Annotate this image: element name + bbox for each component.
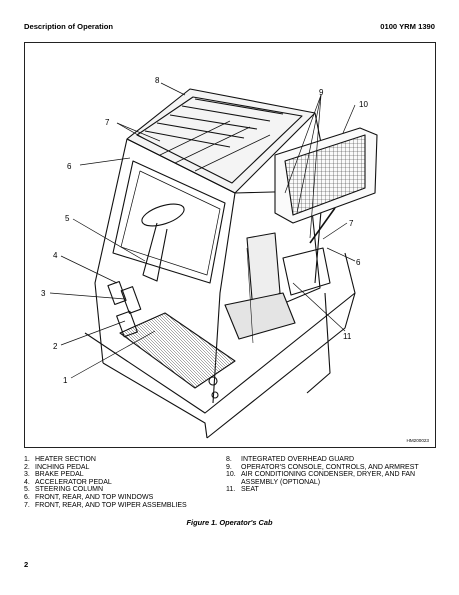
callout-2: 2 — [53, 342, 58, 351]
callout-9: 9 — [319, 88, 324, 97]
cab-illustration: 8 7 6 9 10 7 6 11 5 4 3 2 1 — [41, 76, 378, 439]
legend-item: 11.SEAT — [226, 486, 259, 494]
legend-item: 10.AIR CONDITIONING CONDENSER, DRYER, AN… — [226, 471, 416, 486]
legend-item: 5.STEERING COLUMN — [24, 486, 104, 494]
legend-item: 4.ACCELERATOR PEDAL — [24, 478, 112, 486]
callout-10: 10 — [359, 100, 368, 109]
callout-7-top: 7 — [105, 118, 110, 127]
legend-item: 1.HEATER SECTION — [24, 456, 96, 463]
callout-6-left: 6 — [67, 162, 72, 171]
legend-item: 8.INTEGRATED OVERHEAD GUARD — [226, 456, 355, 463]
legend-item: 6.FRONT, REAR, AND TOP WINDOWS — [24, 493, 154, 501]
callout-1: 1 — [63, 376, 68, 385]
document-number: 0100 YRM 1390 — [380, 22, 435, 31]
callout-7-right: 7 — [349, 219, 354, 228]
callout-8: 8 — [155, 76, 160, 85]
callout-5: 5 — [65, 214, 70, 223]
figure-frame: 8 7 6 9 10 7 6 11 5 4 3 2 1 HM200023 — [24, 42, 436, 448]
legend-left: 1.HEATER SECTION 2.INCHING PEDAL 3.BRAKE… — [24, 456, 224, 509]
legend-right: 8.INTEGRATED OVERHEAD GUARD 9.OPERATOR'S… — [226, 456, 438, 494]
page-number: 2 — [24, 560, 29, 569]
callout-6-right: 6 — [356, 258, 361, 267]
callout-3: 3 — [41, 289, 46, 298]
legend-item: 2.INCHING PEDAL — [24, 463, 90, 471]
callout-11: 11 — [343, 332, 352, 341]
figure-caption: Figure 1. Operator's Cab — [186, 518, 273, 527]
figure-id-code: HM200023 — [406, 438, 429, 443]
legend-item: 7.FRONT, REAR, AND TOP WIPER ASSEMBLIES — [24, 501, 187, 509]
section-title: Description of Operation — [24, 22, 114, 31]
legend-item: 3.BRAKE PEDAL — [24, 471, 84, 479]
legend-item: 9.OPERATOR'S CONSOLE, CONTROLS, AND ARMR… — [226, 463, 419, 471]
callout-4: 4 — [53, 251, 58, 260]
